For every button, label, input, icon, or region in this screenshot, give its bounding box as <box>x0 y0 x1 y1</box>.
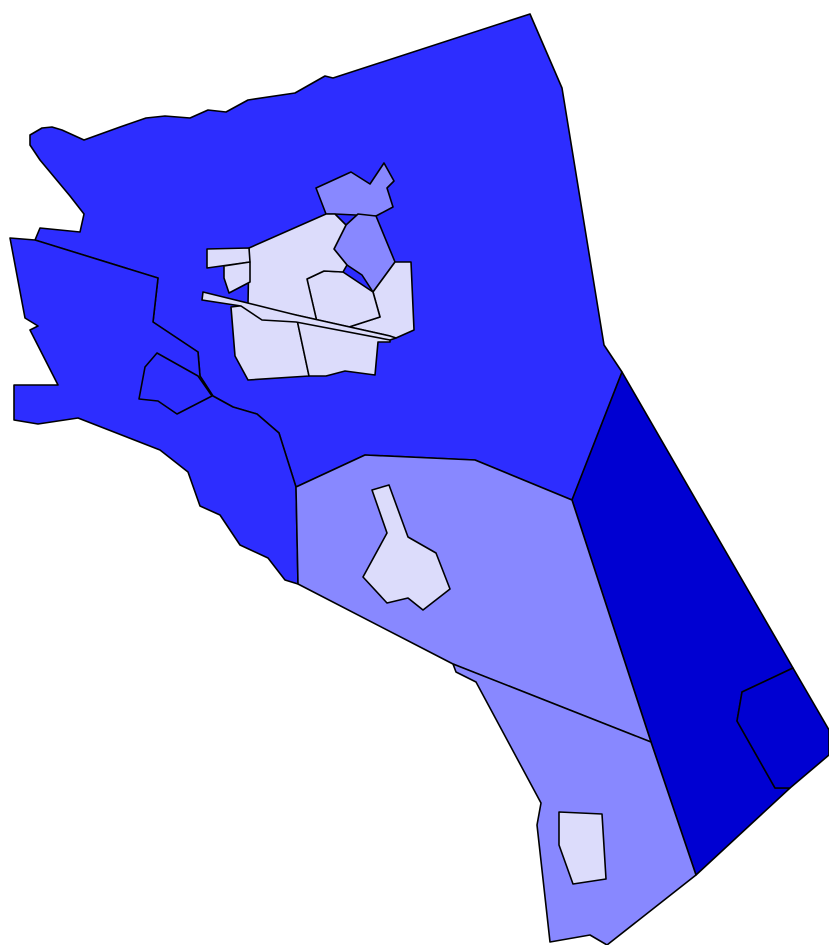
region-urban-strip[interactable] <box>201 291 397 341</box>
region-west-enclave[interactable] <box>138 352 213 415</box>
region-east-tip[interactable] <box>736 667 829 789</box>
region-west[interactable] <box>9 237 299 585</box>
region-south[interactable] <box>452 663 697 945</box>
region-south-lake[interactable] <box>558 811 607 885</box>
region-center-lake[interactable] <box>362 484 451 611</box>
region-urban-small-west-2[interactable] <box>223 261 251 294</box>
